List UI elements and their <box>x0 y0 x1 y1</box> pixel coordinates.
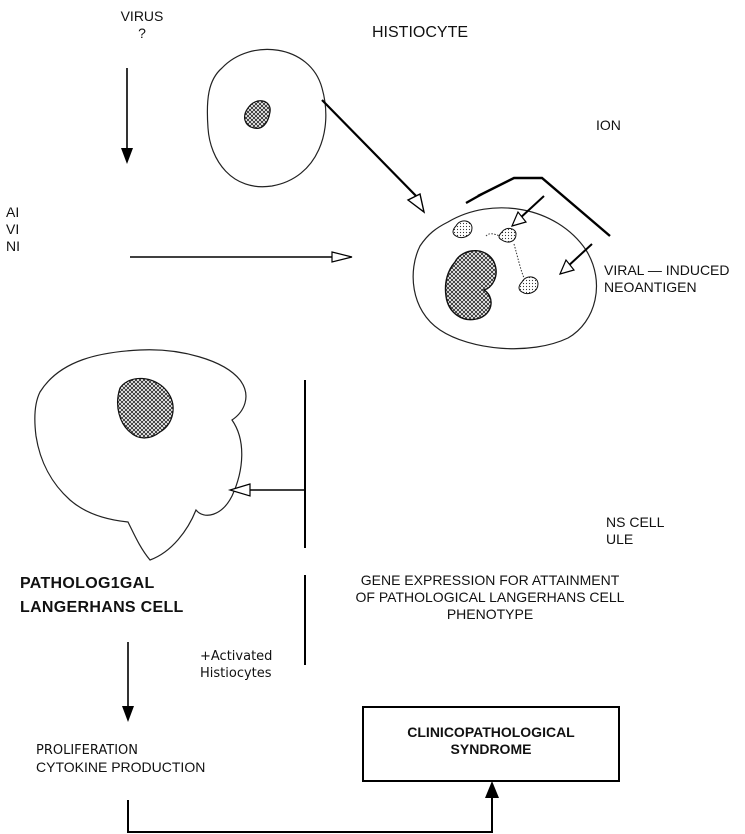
pathological-label-line1: PATHOLOG1GAL <box>20 572 184 596</box>
ns-cell-fragment-label: NS CELL ULE <box>606 514 664 548</box>
viral-neoantigen-line1: VIRAL — INDUCED <box>604 262 730 279</box>
proliferation-line1: PROLIFERATION <box>36 742 205 759</box>
gene-expression-line3: PHENOTYPE <box>330 606 650 623</box>
viral-neoantigen-line2: NEOANTIGEN <box>604 279 730 296</box>
gene-expression-line1: GENE EXPRESSION FOR ATTAINMENT <box>330 572 650 589</box>
activated-line1: +Activated <box>200 648 272 665</box>
viral-neoantigen-label: VIRAL — INDUCED NEOANTIGEN <box>604 262 730 296</box>
left-fragment-label: AI VI NI <box>6 204 20 255</box>
pathological-langerhans-label: PATHOLOG1GAL LANGERHANS CELL <box>20 572 184 620</box>
virus-label: VIRUS ? <box>112 8 172 42</box>
proliferation-label: PROLIFERATION CYTOKINE PRODUCTION <box>36 742 205 776</box>
virus-label-line1: VIRUS <box>112 8 172 25</box>
clinicopathological-label: CLINICOPATHOLOGICAL SYNDROME <box>364 724 618 758</box>
gene-expression-line2: OF PATHOLOGICAL LANGERHANS CELL <box>330 589 650 606</box>
histiocyte-label: HISTIOCYTE <box>372 24 468 41</box>
activated-histiocytes-label: +Activated Histiocytes <box>200 648 272 682</box>
gene-expression-label: GENE EXPRESSION FOR ATTAINMENT OF PATHOL… <box>330 572 650 623</box>
pathological-label-line2: LANGERHANS CELL <box>20 596 184 620</box>
proliferation-line2: CYTOKINE PRODUCTION <box>36 759 205 776</box>
clinicopathological-line1: CLINICOPATHOLOGICAL <box>364 724 618 741</box>
clinicopathological-syndrome-box: CLINICOPATHOLOGICAL SYNDROME <box>362 706 620 782</box>
ns-cell-line2: ULE <box>606 531 664 548</box>
left-fragment-line2: VI <box>6 221 20 238</box>
ns-cell-line1: NS CELL <box>606 514 664 531</box>
virus-label-line2: ? <box>112 25 172 42</box>
histiocyte-to-cell-arrow <box>322 100 420 200</box>
bottom-connector <box>128 800 492 832</box>
ion-fragment-label: ION <box>596 117 621 134</box>
clinicopathological-line2: SYNDROME <box>364 741 618 758</box>
left-fragment-line1: AI <box>6 204 20 221</box>
left-fragment-line3: NI <box>6 238 20 255</box>
activated-line2: Histiocytes <box>200 665 272 682</box>
